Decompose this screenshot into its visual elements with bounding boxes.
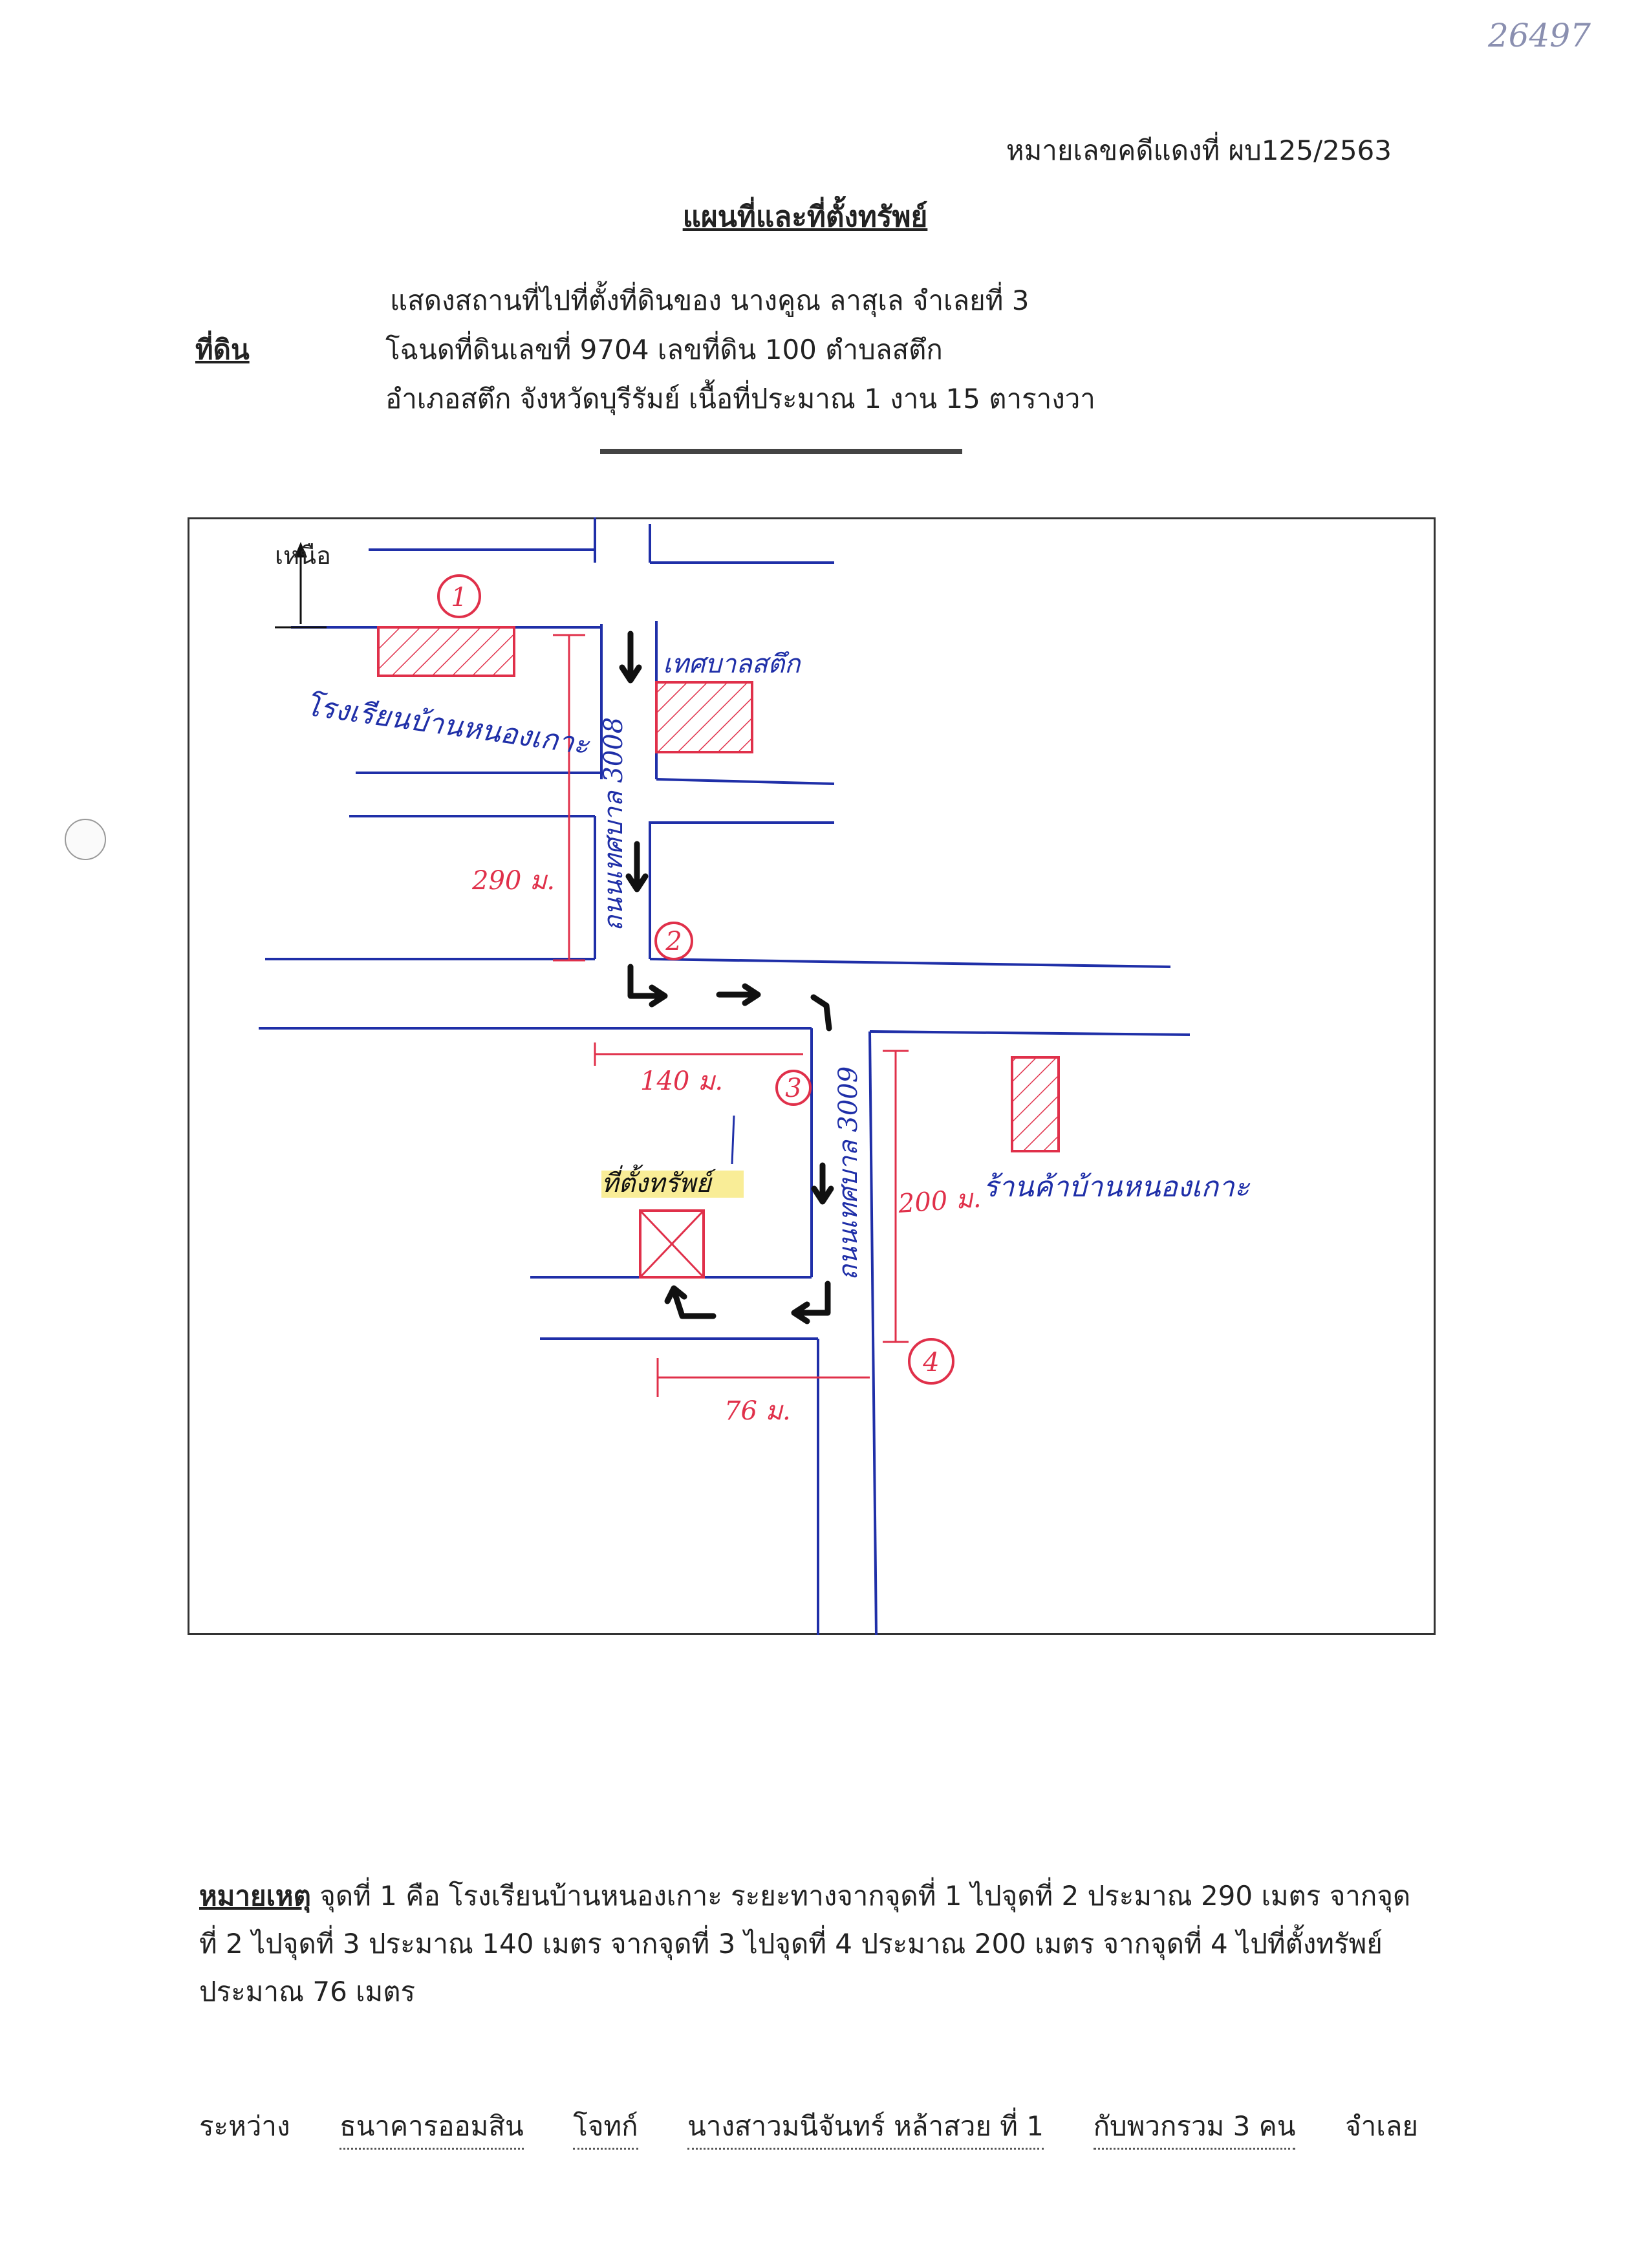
point-2: 2 xyxy=(665,927,682,956)
road-b-label: ถนนเทศบาล 3009 xyxy=(834,1066,863,1280)
remark-label: หมายเหตุ xyxy=(199,1880,311,1912)
distance-290: 290 ม. xyxy=(471,866,555,896)
property-marker xyxy=(601,1171,744,1279)
party-between: ระหว่าง xyxy=(199,2110,290,2142)
point-4: 4 xyxy=(922,1348,939,1377)
remark-text: จุดที่ 1 คือ โรงเรียนบ้านหนองเกาะ ระยะทา… xyxy=(199,1880,1411,2007)
handwritten-corner-number: 26497 xyxy=(1487,17,1591,54)
municipality-building xyxy=(655,681,753,753)
case-number: หมายเลขคดีแดงที่ ผบ125/2563 xyxy=(1006,135,1392,166)
distance-140: 140 ม. xyxy=(640,1066,723,1096)
party-plaintiff: ธนาคารออมสิน xyxy=(339,2105,524,2150)
property-label: ที่ตั้งทรัพย์ xyxy=(601,1164,717,1198)
north-label: เหนือ xyxy=(275,541,331,570)
title-divider xyxy=(600,449,962,454)
map-frame xyxy=(188,517,1436,1635)
point-circle-2 xyxy=(654,922,693,960)
location-map: เหนือ 1 2 3 4 xyxy=(259,517,1251,1635)
punch-hole xyxy=(65,819,106,860)
distance-200: 200 ม. xyxy=(896,1183,982,1219)
road-lines xyxy=(259,517,1191,1635)
point-circle-3 xyxy=(775,1070,812,1106)
party-plaintiff-role: โจทก์ xyxy=(573,2105,638,2150)
party-defendant-count: กับพวกรวม 3 คน xyxy=(1093,2105,1296,2150)
municipality-label: เทศบาลสตึก xyxy=(663,649,801,679)
road-a-label: ถนนเทศบาล 3008 xyxy=(599,717,629,931)
point-3: 3 xyxy=(785,1074,801,1103)
info-line-2: โฉนดที่ดินเลขที่ 9704 เลขที่ดิน 100 ตำบล… xyxy=(385,334,943,365)
point-circle-1 xyxy=(437,574,481,618)
north-arrow: เหนือ xyxy=(275,541,331,629)
shop-label: ร้านค้าบ้านหนองเกาะ xyxy=(983,1171,1251,1204)
dimension-lines xyxy=(553,634,909,1397)
point-1: 1 xyxy=(451,583,467,612)
page-title: แผนที่และที่ตั้งทรัพย์ xyxy=(682,200,928,233)
remark-block: หมายเหตุ จุดที่ 1 คือ โรงเรียนบ้านหนองเก… xyxy=(199,1872,1428,2016)
school-label: โรงเรียนบ้านหนองเกาะ xyxy=(303,689,592,761)
land-label: ที่ดิน xyxy=(195,334,250,365)
info-line-3: อำเภอสตึก จังหวัดบุรีรัมย์ เนื้อที่ประมา… xyxy=(385,383,1095,415)
distance-76: 76 ม. xyxy=(724,1396,791,1426)
parties-line: ระหว่าง ธนาคารออมสิน โจทก์ นางสาวมนีจันท… xyxy=(199,2105,1418,2150)
party-defendant: นางสาวมนีจันทร์ หล้าสวย ที่ 1 xyxy=(687,2105,1044,2150)
info-line-1: แสดงสถานที่ไปที่ตั้งที่ดินของ นางคูณ ลาส… xyxy=(390,285,1029,316)
route-arrows xyxy=(619,631,834,1324)
party-defendant-role: จำเลย xyxy=(1345,2110,1418,2142)
point-circle-4 xyxy=(908,1338,954,1385)
shop-building xyxy=(1011,1056,1060,1152)
school-building xyxy=(377,626,515,677)
